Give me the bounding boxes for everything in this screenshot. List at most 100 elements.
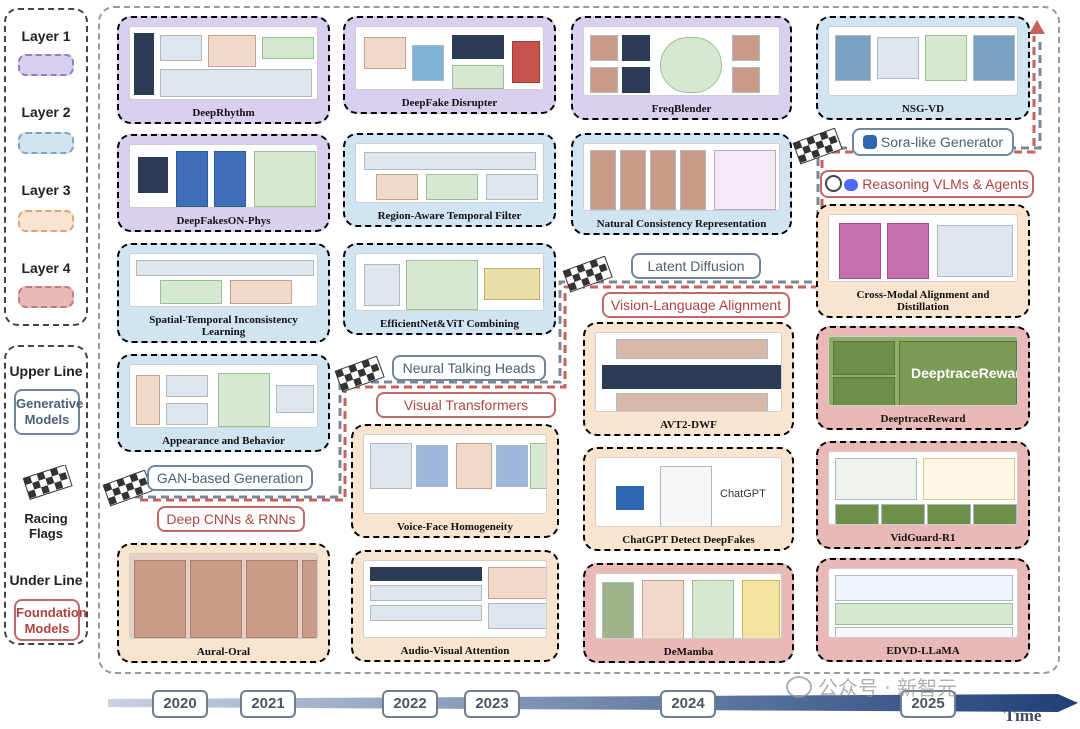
card-aural-oral: Aural-Oral [117, 543, 330, 663]
main-frame [98, 6, 1060, 674]
figure-thumbnail [595, 332, 782, 412]
card-nsg-vd: NSG-VD [816, 16, 1030, 120]
under-line-label: Under Line [9, 572, 83, 588]
card-caption: DeepRhythm [192, 107, 255, 119]
card-natural-consistency: Natural Consistency Representation [571, 133, 792, 235]
layer-legend: Layer 1 Layer 2 Layer 3 Layer 4 [4, 8, 88, 326]
figure-thumbnail [129, 553, 318, 639]
milestone-latent-diffusion: Latent Diffusion [631, 253, 761, 279]
card-caption: DeeptraceReward [880, 413, 966, 425]
figure-thumbnail [828, 214, 1018, 282]
upper-line-label: Upper Line [9, 363, 83, 379]
chatgpt-logo-text: ChatGPT [720, 488, 766, 500]
layer-4-swatch [18, 286, 74, 308]
milestone-gan-generation: GAN-based Generation [147, 465, 313, 491]
card-caption: Region-Aware Temporal Filter [377, 210, 522, 222]
milestone-reasoning-vlms: Reasoning VLMs & Agents [820, 170, 1034, 198]
card-caption: Voice-Face Homogeneity [397, 521, 513, 533]
card-caption: EDVD-LLaMA [886, 645, 960, 657]
card-deeprhythm: DeepRhythm [117, 16, 330, 124]
card-caption: Natural Consistency Representation [596, 218, 767, 230]
card-caption: DeepFakesON-Phys [176, 215, 271, 227]
card-caption: NSG-VD [901, 103, 945, 115]
figure-thumbnail [828, 568, 1018, 638]
time-axis-label: Time [1004, 706, 1042, 725]
figure-thumbnail [129, 26, 318, 100]
racing-flag-icon [562, 256, 613, 293]
card-chatgpt-detect: ChatGPT ChatGPT Detect DeepFakes [583, 447, 794, 551]
year-2020: 2020 [152, 690, 208, 718]
card-caption: Aural-Oral [196, 646, 251, 658]
foundation-models-tag: Foundation Models [14, 599, 87, 641]
layer-2-label: Layer 2 [21, 104, 71, 120]
card-caption: Cross-Modal Alignment and Distillation [856, 289, 990, 313]
year-2024: 2024 [660, 690, 716, 718]
timeline-arrow [108, 694, 1078, 712]
figure-thumbnail [129, 144, 318, 208]
card-demamba: DeMamba [583, 563, 794, 663]
milestone-neural-talking-heads: Neural Talking Heads [392, 355, 546, 381]
card-region-aware: Region-Aware Temporal Filter [343, 133, 556, 227]
wechat-icon [786, 676, 812, 698]
card-deeptrace-reward: DeeptraceReward DeeptraceReward [816, 326, 1030, 430]
milestone-vision-language: Vision-Language Alignment [602, 292, 790, 318]
layer-1-label: Layer 1 [21, 28, 71, 44]
card-caption: Audio-Visual Attention [400, 645, 510, 657]
card-audio-visual: Audio-Visual Attention [351, 550, 559, 662]
card-caption: VidGuard-R1 [890, 532, 956, 544]
milestone-sora-like: Sora-like Generator [852, 128, 1014, 156]
watermark-label: 公众号 · 新智元 [818, 676, 958, 700]
layer-1-swatch [18, 54, 74, 76]
figure-thumbnail [828, 26, 1018, 96]
card-deepfakes-on-phys: DeepFakesON-Phys [117, 134, 330, 232]
card-edvd-llama: EDVD-LLaMA [816, 558, 1030, 662]
layer-2-swatch [18, 132, 74, 154]
layer-3-swatch [18, 210, 74, 232]
openai-logo-icon [862, 135, 877, 149]
card-caption: AVT2-DWF [660, 419, 717, 431]
figure-thumbnail [129, 253, 318, 307]
figure-thumbnail [355, 143, 544, 203]
card-spatial-temporal: Spatial-Temporal Inconsistency Learning [117, 243, 330, 343]
deeptrace-overlay-text: DeeptraceReward [911, 365, 1018, 381]
milestone-visual-transformers: Visual Transformers [376, 392, 556, 418]
year-2023: 2023 [464, 690, 520, 718]
card-deepfake-disrupter: DeepFake Disrupter [343, 16, 556, 114]
reasoning-vlms-label: Reasoning VLMs & Agents [862, 176, 1029, 192]
card-caption: EfficientNet&ViT Combining [379, 318, 520, 330]
line-legend: Upper Line Generative Models Racing Flag… [4, 345, 88, 645]
figure-thumbnail [595, 573, 782, 639]
year-2021: 2021 [240, 690, 296, 718]
racing-flags-label: Racing Flags [24, 511, 68, 541]
card-cross-modal: Cross-Modal Alignment and Distillation [816, 204, 1030, 318]
watermark-text: 公众号 · 新智元 [786, 672, 957, 701]
card-voice-face: Voice-Face Homogeneity [351, 424, 559, 538]
card-caption: FreqBlender [651, 103, 712, 115]
year-2025: 2025 [900, 690, 956, 718]
layer-3-label: Layer 3 [21, 182, 71, 198]
card-freqblender: FreqBlender [571, 16, 792, 120]
figure-thumbnail: ChatGPT [595, 457, 782, 527]
figure-thumbnail [363, 560, 547, 638]
figure-thumbnail [828, 451, 1018, 525]
figure-thumbnail [129, 364, 318, 428]
year-2022: 2022 [382, 690, 438, 718]
figure-thumbnail [363, 434, 547, 514]
card-caption: Spatial-Temporal Inconsistency Learning [149, 314, 298, 338]
chatgpt-logo-icon [825, 175, 843, 192]
milestone-deep-cnns-rnns: Deep CNNs & RNNs [157, 506, 305, 532]
card-avt2-dwf: AVT2-DWF [583, 322, 794, 436]
racing-flag-icon [102, 470, 153, 507]
figure-thumbnail [583, 26, 780, 96]
card-vidguard-r1: VidGuard-R1 [816, 441, 1030, 549]
generative-models-tag: Generative Models [14, 389, 83, 435]
deepseek-logo-icon [844, 179, 859, 191]
card-caption: ChatGPT Detect DeepFakes [622, 534, 755, 546]
figure-thumbnail: DeeptraceReward [828, 336, 1018, 406]
card-caption: DeMamba [663, 646, 714, 658]
racing-flag-icon [334, 356, 385, 393]
racing-flag-icon [792, 128, 843, 165]
card-appearance-behavior: Appearance and Behavior [117, 354, 330, 452]
figure-thumbnail [355, 253, 544, 311]
figure-thumbnail [583, 143, 780, 211]
